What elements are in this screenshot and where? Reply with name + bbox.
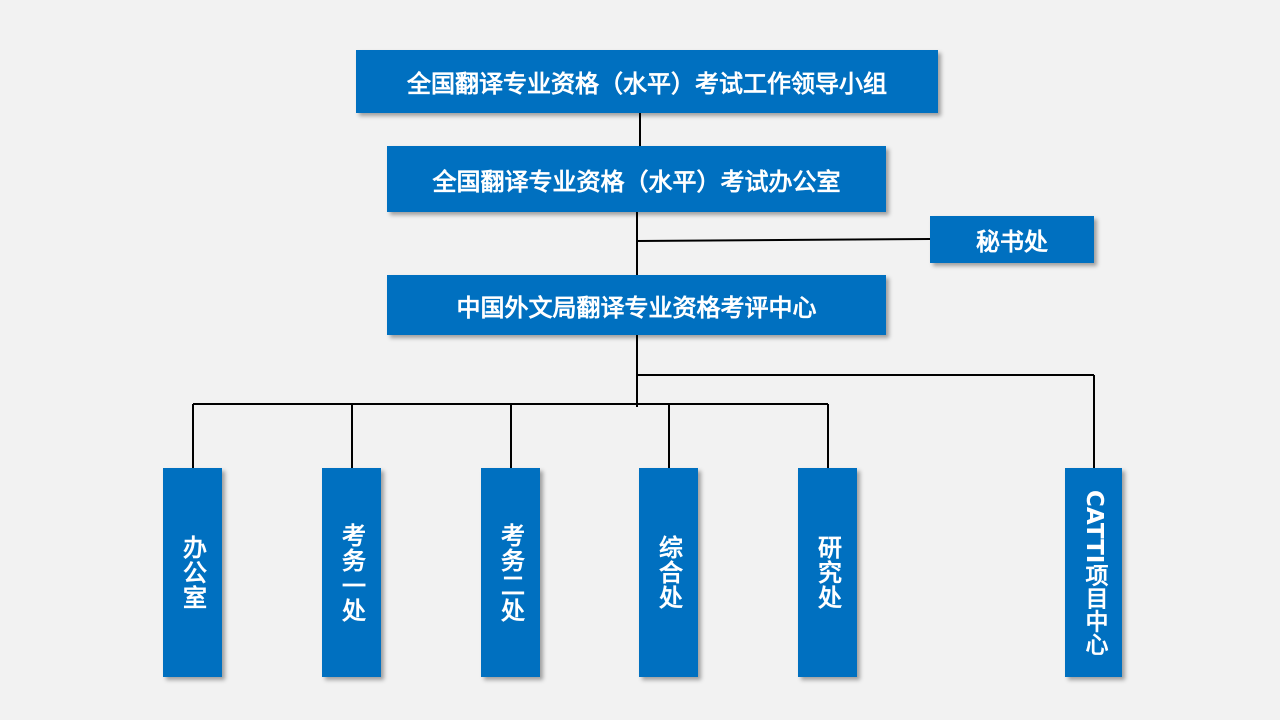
node-general-division-label: 综合处 xyxy=(654,535,683,610)
node-exam-office-label: 全国翻译专业资格（水平）考试办公室 xyxy=(432,167,841,196)
node-exam-office: 全国翻译专业资格（水平）考试办公室 xyxy=(387,146,886,212)
node-general-division: 综合处 xyxy=(639,468,698,677)
node-exam-division-1: 考务一处 xyxy=(322,468,381,677)
node-evaluation-center: 中国外文局翻译专业资格考评中心 xyxy=(387,275,886,335)
node-exam-division-1-label: 考务一处 xyxy=(337,522,366,623)
node-evaluation-center-label: 中国外文局翻译专业资格考评中心 xyxy=(456,293,817,322)
node-catti-center-label: CATTI项目中心 xyxy=(1081,489,1107,656)
node-catti-center: CATTI项目中心 xyxy=(1065,468,1122,677)
node-leading-group-label: 全国翻译专业资格（水平）考试工作领导小组 xyxy=(407,70,887,98)
node-research-division: 研究处 xyxy=(798,468,857,677)
node-exam-division-2-label: 考务二处 xyxy=(496,522,525,623)
node-exam-division-2: 考务二处 xyxy=(481,468,540,677)
node-leading-group: 全国翻译专业资格（水平）考试工作领导小组 xyxy=(356,50,938,113)
node-secretariat-label: 秘书处 xyxy=(976,228,1048,256)
node-research-division-label: 研究处 xyxy=(813,535,842,610)
node-office: 办公室 xyxy=(163,468,222,677)
connector-to-secretariat xyxy=(636,238,931,242)
node-secretariat: 秘书处 xyxy=(930,216,1094,263)
node-office-label: 办公室 xyxy=(178,535,207,610)
